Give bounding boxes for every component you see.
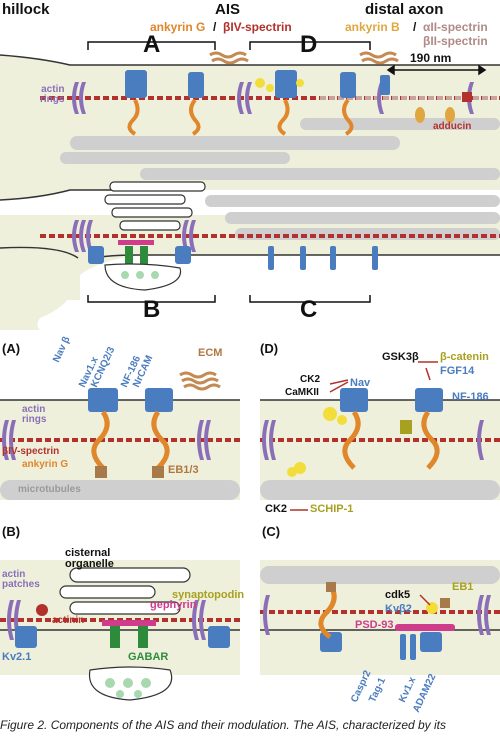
label-camkii: CaMKII	[285, 387, 319, 398]
channel-group	[125, 70, 390, 98]
label-ankyrin-g: ankyrin G	[150, 20, 206, 34]
label-psd93: PSD-93	[355, 619, 394, 631]
label-actin-rings: actin rings	[40, 84, 65, 105]
label-aii-spectrin: αII-spectrin	[423, 20, 488, 34]
label-kvb2: Kvβ2	[385, 603, 412, 615]
figure-caption: Figure 2. Components of the AIS and thei…	[0, 718, 447, 732]
label-biv-spectrin: βIV-spectrin	[223, 20, 292, 34]
label-slash: /	[213, 20, 217, 34]
label-actinin: actinin	[52, 615, 85, 626]
label-schip1: SCHIP-1	[310, 503, 354, 515]
axon-membrane-bottom	[0, 189, 140, 201]
region-c-label: C	[300, 296, 318, 323]
label-gabar: GABAR	[128, 651, 169, 663]
label-bii-spectrin: βII-spectrin	[423, 34, 488, 48]
label-kv21: Kv2.1	[2, 651, 32, 663]
label-fgf14: FGF14	[440, 365, 475, 377]
label-nav-d: Nav	[350, 377, 371, 389]
label-synaptopodin: synaptopodin	[172, 589, 245, 601]
label-cdk5: cdk5	[385, 589, 411, 601]
label-ecm: ECM	[198, 347, 223, 359]
ankyrin-group	[127, 98, 354, 136]
cisternal-stacks	[104, 181, 206, 231]
region-brackets	[87, 41, 371, 303]
hillock-membrane	[0, 247, 79, 330]
panel-b-tag: (B)	[2, 524, 21, 539]
yellow-protein-group	[255, 78, 304, 92]
label-ck2-bottom: CK2	[265, 503, 288, 515]
label-ankyrin-g-a: ankyrin G	[22, 459, 69, 470]
axon-membrane-2-bottom	[94, 254, 500, 259]
region-d-label: D	[300, 31, 318, 58]
label-bcatenin: β-catenin	[440, 351, 489, 363]
ecm-group	[209, 51, 399, 65]
label-actin-rings-a: actin rings	[22, 404, 47, 425]
label-actin-patches: actin patches	[2, 569, 40, 590]
panel-c-tag: (C)	[262, 524, 281, 539]
label-cisternal: cisternal organelle	[65, 547, 114, 570]
label-ais: AIS	[215, 1, 241, 18]
label-adducin: adducin	[433, 121, 472, 132]
label-ankyrin-b: ankyrin B	[345, 20, 400, 34]
microtubule	[140, 168, 500, 180]
microtubule	[60, 152, 290, 164]
label-distal-axon: distal axon	[365, 1, 444, 18]
region-b-label: B	[143, 296, 161, 323]
microtubule	[70, 136, 400, 150]
label-eb13: EB1/3	[168, 464, 199, 476]
label-ck2: CK2	[300, 374, 321, 385]
adducin-mark	[462, 92, 472, 102]
label-gephyrin: gephyrin	[150, 599, 197, 611]
label-microtubules: microtubules	[18, 484, 81, 495]
label-slash-2: /	[413, 20, 417, 34]
panel-a-tag: (A)	[2, 341, 21, 356]
label-gsk3b: GSK3β	[382, 351, 419, 363]
ankyrin-b-group	[415, 107, 455, 123]
label-nf186-d: NF-186	[452, 391, 489, 403]
axon-membrane-top	[0, 54, 500, 66]
spacing-arrow	[386, 64, 487, 76]
label-biv-spectrin-a: βIV-spectrin	[2, 446, 60, 457]
region-a-label: A	[143, 31, 161, 58]
panel-d-tag: (D)	[260, 341, 279, 356]
label-spacing: 190 nm	[410, 51, 452, 65]
label-eb1: EB1	[452, 581, 474, 593]
label-hillock: hillock	[2, 1, 50, 18]
